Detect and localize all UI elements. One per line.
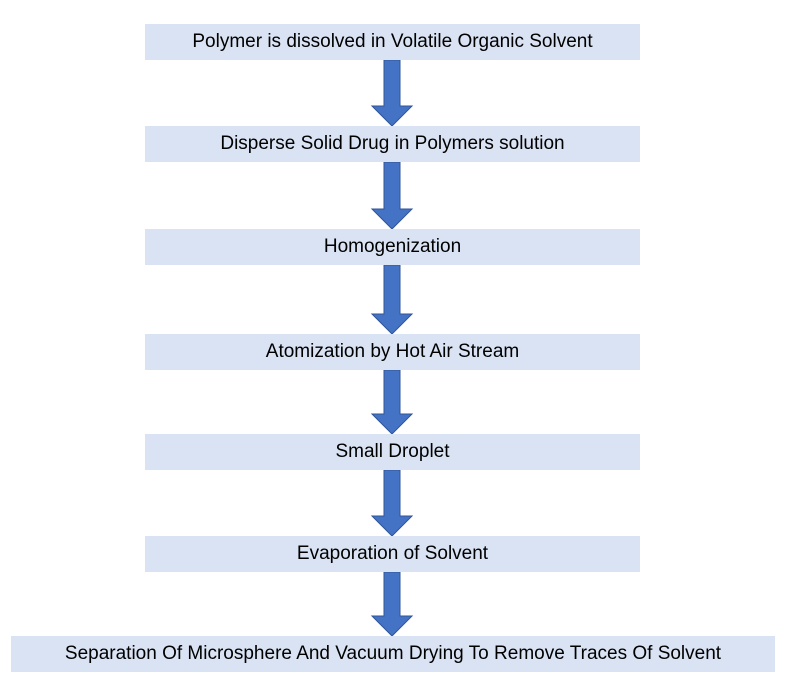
arrow-down-icon [0, 265, 807, 334]
step-label-4: Atomization by Hot Air Stream [265, 341, 520, 362]
step-box-6: Evaporation of Solvent [145, 536, 640, 572]
arrow-down-icon [0, 470, 807, 536]
step-label-6: Evaporation of Solvent [296, 543, 489, 564]
step-box-4: Atomization by Hot Air Stream [145, 334, 640, 370]
step-box-1: Polymer is dissolved in Volatile Organic… [145, 24, 640, 60]
step-label-5: Small Droplet [335, 441, 450, 462]
step-label-7: Separation Of Microsphere And Vacuum Dry… [64, 643, 722, 664]
arrow-down-icon [0, 162, 807, 229]
arrow-down-icon [0, 60, 807, 126]
step-box-3: Homogenization [145, 229, 640, 265]
step-label-1: Polymer is dissolved in Volatile Organic… [192, 31, 593, 52]
step-box-2: Disperse Solid Drug in Polymers solution [145, 126, 640, 162]
step-box-5: Small Droplet [145, 434, 640, 470]
arrow-down-icon [0, 370, 807, 434]
step-label-2: Disperse Solid Drug in Polymers solution [220, 133, 565, 154]
step-box-7: Separation Of Microsphere And Vacuum Dry… [11, 636, 775, 672]
arrow-down-icon [0, 572, 807, 636]
step-label-3: Homogenization [323, 236, 462, 257]
